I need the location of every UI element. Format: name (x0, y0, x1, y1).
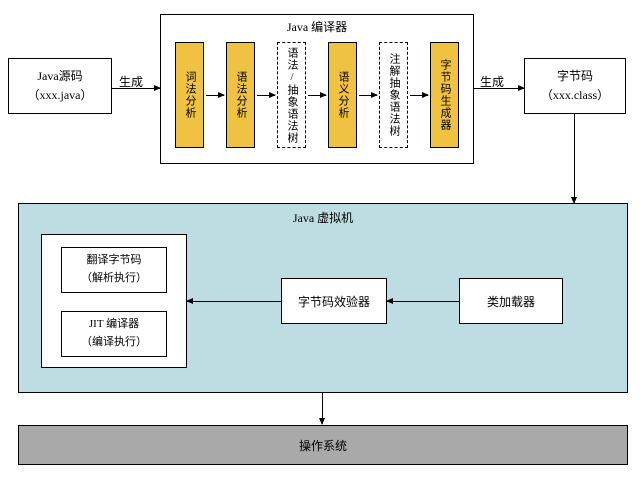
arrow-right-icon (206, 91, 225, 98)
generate-label-right: 生成 (480, 75, 505, 89)
compiler-stages-row: 词法分析 语法分析 语法/抽象语法树 语义分析 注解抽象语法树 字节码生成器 (161, 42, 473, 148)
execution-engine-container: 翻译字节码 （解析执行） JIT 编译器 （编译执行） (41, 234, 187, 368)
stage-label: 词法分析 (184, 71, 196, 119)
java-source-box: Java源码 （xxx.java） (8, 58, 112, 114)
arrow-right-icon (410, 91, 429, 98)
generate-label-left: 生成 (119, 75, 144, 89)
interpreter-box: 翻译字节码 （解析执行） (61, 247, 167, 293)
arrow-compiler-to-bytecode-icon (474, 85, 525, 91)
interpreter-line2: （解析执行） (81, 272, 147, 284)
stage-label: 注解抽象语法树 (388, 53, 400, 137)
stage-annotated-syntax-tree: 注解抽象语法树 (379, 42, 408, 148)
bytecode-verifier-label: 字节码效验器 (297, 294, 370, 309)
arrow-right-icon (308, 91, 327, 98)
bytecode-box: 字节码 （xxx.class） (524, 58, 626, 114)
jit-compiler-box: JIT 编译器 （编译执行） (61, 311, 167, 357)
arrow-loader-to-verifier-icon (386, 298, 459, 304)
stage-label: 语法分析 (235, 71, 247, 119)
arrow-verifier-to-exec-icon (186, 298, 281, 304)
stage-semantic-analysis: 语义分析 (328, 42, 357, 148)
stage-label: 语法/抽象语法树 (286, 46, 298, 144)
bytecode-line2: （xxx.class） (540, 88, 610, 102)
java-compiler-title: Java 编译器 (286, 20, 348, 34)
arrow-right-icon (257, 91, 276, 98)
interpreter-line1: 翻译字节码 (86, 254, 142, 267)
bytecode-verifier-box: 字节码效验器 (281, 278, 387, 324)
arrow-bytecode-to-jvm-icon (571, 114, 577, 204)
arrow-right-icon (359, 91, 378, 98)
stage-syntax-analysis: 语法分析 (226, 42, 255, 148)
jit-line1: JIT 编译器 (88, 318, 140, 331)
jvm-title: Java 虚拟机 (292, 211, 354, 225)
arrow-source-to-compiler-icon (112, 85, 161, 91)
jit-line2: （编译执行） (81, 336, 147, 348)
stage-abstract-syntax-tree: 语法/抽象语法树 (277, 42, 306, 148)
jvm-container: Java 虚拟机 翻译字节码 （解析执行） JIT 编译器 （编译执行） 字节码… (18, 203, 628, 393)
class-loader-label: 类加载器 (486, 294, 535, 309)
operating-system-label: 操作系统 (298, 438, 347, 453)
stage-label: 语义分析 (337, 71, 349, 119)
stage-lexical-analysis: 词法分析 (175, 42, 204, 148)
bytecode-line1: 字节码 (556, 68, 593, 83)
arrow-jvm-to-os-icon (319, 393, 325, 425)
java-source-line2: （xxx.java） (27, 88, 93, 102)
java-compiler-container: Java 编译器 词法分析 语法分析 语法/抽象语法树 语义分析 注解抽象语法树 (160, 14, 474, 164)
class-loader-box: 类加载器 (459, 278, 563, 324)
stage-label: 字节码生成器 (439, 59, 451, 131)
stage-bytecode-generator: 字节码生成器 (430, 42, 459, 148)
operating-system-bar: 操作系统 (18, 425, 628, 465)
java-source-line1: Java源码 (37, 68, 83, 83)
